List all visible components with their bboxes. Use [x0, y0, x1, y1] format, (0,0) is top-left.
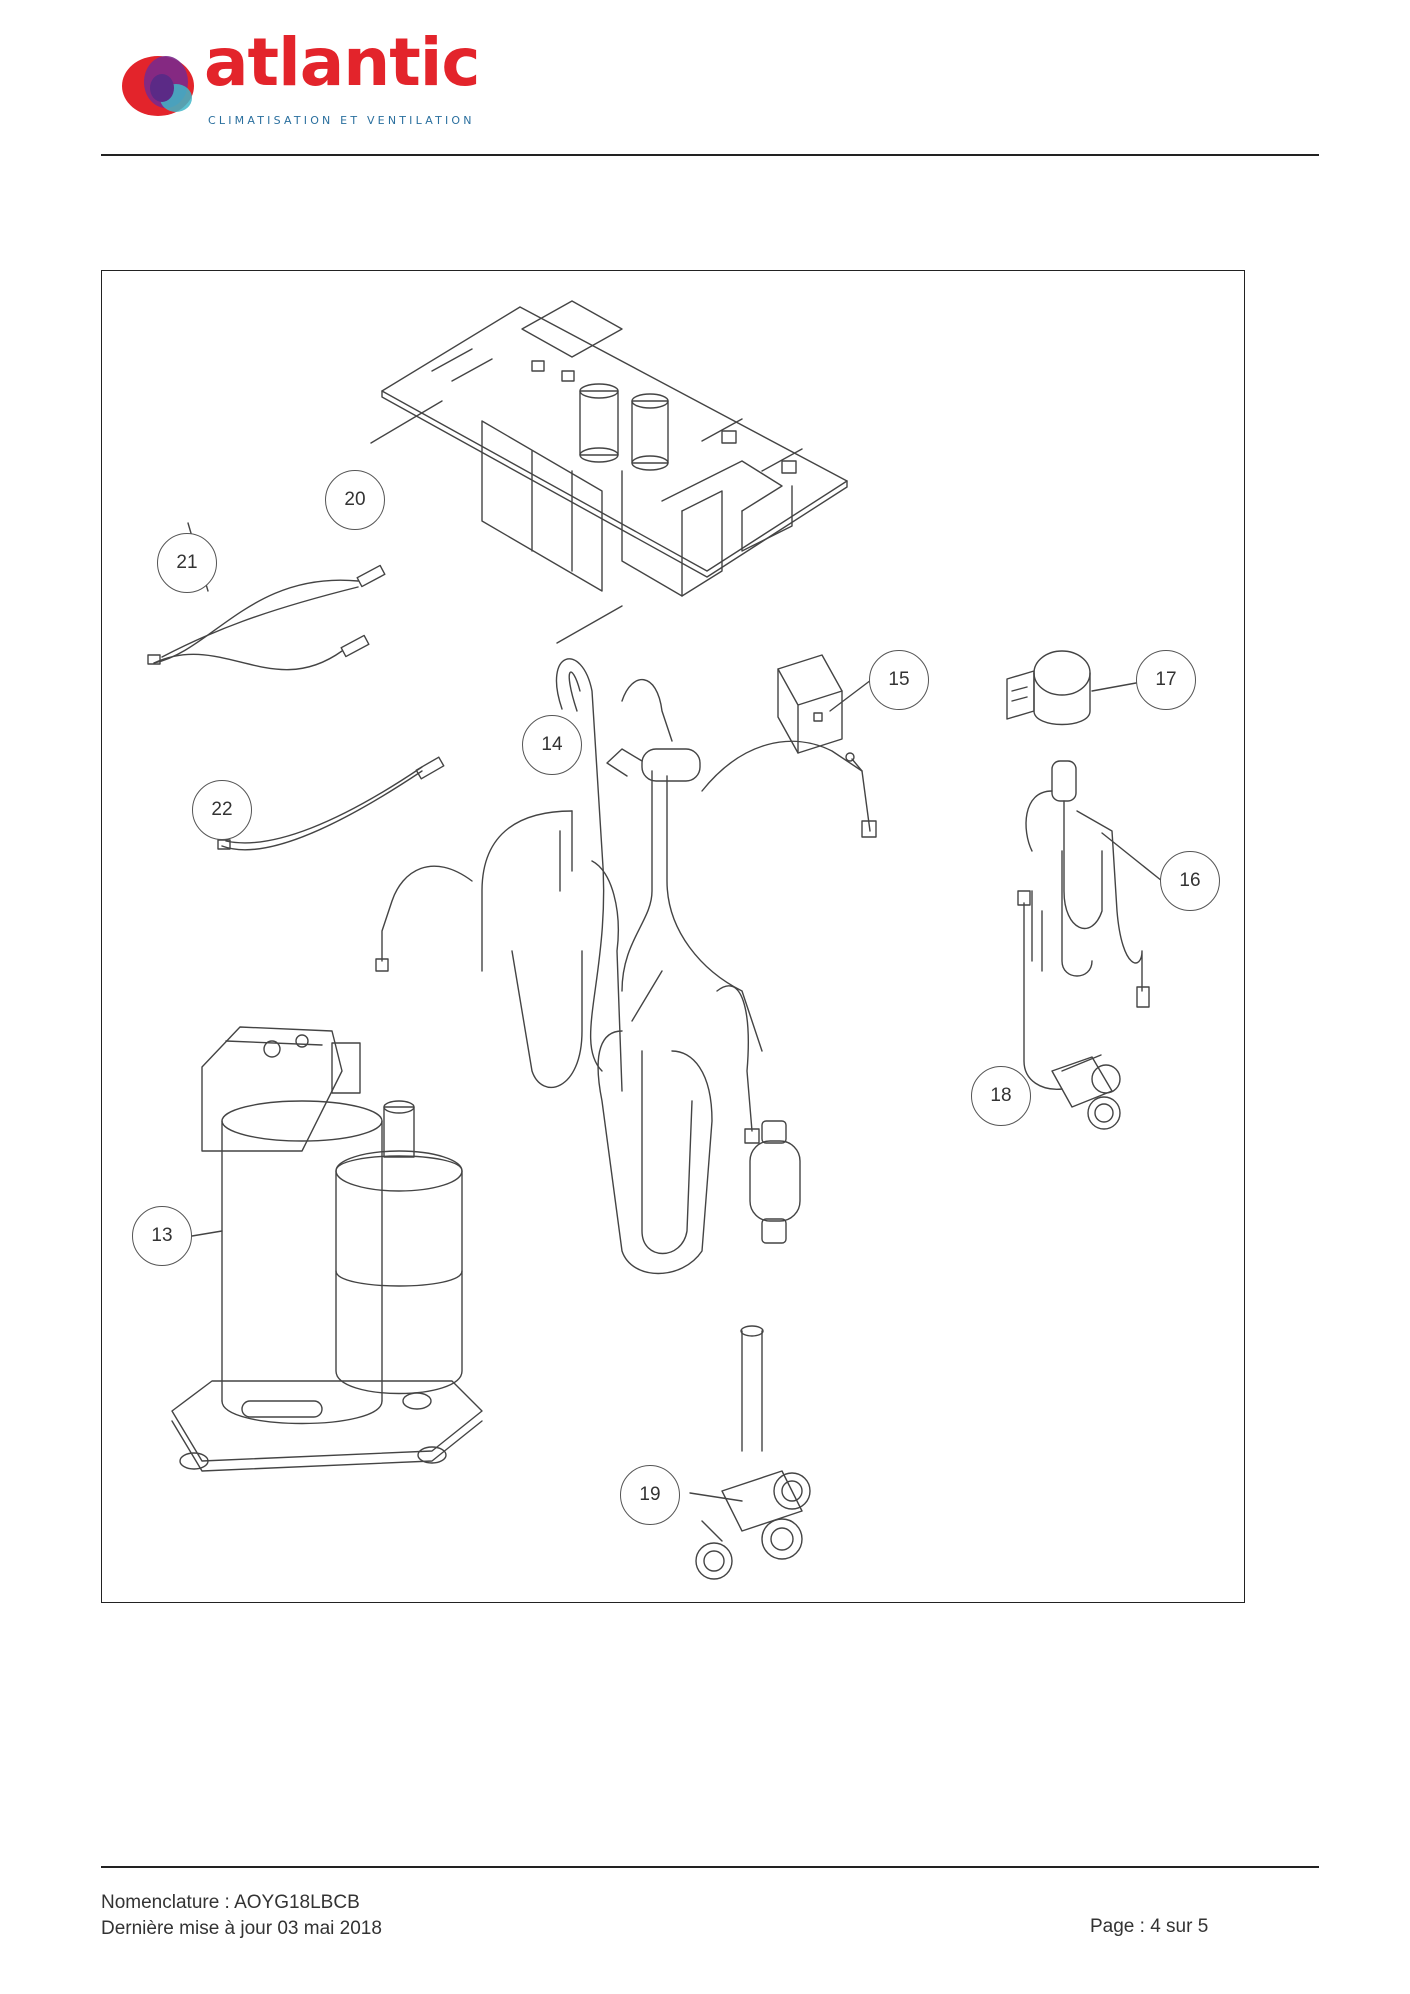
- compressor-drawing: [171, 1026, 483, 1472]
- logo-wordmark: atlantic: [204, 24, 481, 101]
- expansion-valve-coil-drawing: [1006, 650, 1091, 726]
- page-number: Page : 4 sur 5: [1090, 1916, 1209, 1937]
- thermistor-pair-drawing: [147, 564, 386, 671]
- callout-19: 19: [620, 1465, 680, 1525]
- expansion-valve-piping-drawing: [1025, 760, 1150, 1008]
- pcb-board-drawing: [381, 300, 848, 597]
- callout-20: 20: [325, 470, 385, 530]
- footer-divider: [101, 1866, 1319, 1868]
- service-valve-small-drawing: [1017, 890, 1121, 1130]
- callout-13: 13: [132, 1206, 192, 1266]
- service-valve-large-drawing: [695, 1325, 811, 1580]
- callout-15: 15: [869, 650, 929, 710]
- footer-info: Nomenclature : AOYG18LBCB Dernière mise …: [101, 1890, 382, 1942]
- header-divider: [101, 154, 1319, 156]
- valve-coil-drawing: [777, 654, 863, 772]
- callout-22: 22: [192, 780, 252, 840]
- last-update-text: Dernière mise à jour 03 mai 2018: [101, 1918, 382, 1939]
- four-way-valve-piping-drawing: [375, 658, 877, 1144]
- thermistor-single-drawing: [217, 756, 445, 851]
- accumulator-loop-drawing: [597, 970, 713, 1275]
- logo-tagline: CLIMATISATION ET VENTILATION: [208, 114, 475, 127]
- nomenclature-text: Nomenclature : AOYG18LBCB: [101, 1892, 360, 1913]
- parts-exploded-view: 13 14 15 16 17 18 19 20 21 22: [101, 270, 1245, 1603]
- strainer-drawing: [749, 1120, 801, 1244]
- callout-17: 17: [1136, 650, 1196, 710]
- callout-21: 21: [157, 533, 217, 593]
- atlantic-logo: atlantic CLIMATISATION ET VENTILATION: [118, 30, 488, 134]
- logo-emblem-icon: [122, 56, 194, 116]
- callout-14: 14: [522, 715, 582, 775]
- callout-18: 18: [971, 1066, 1031, 1126]
- callout-16: 16: [1160, 851, 1220, 911]
